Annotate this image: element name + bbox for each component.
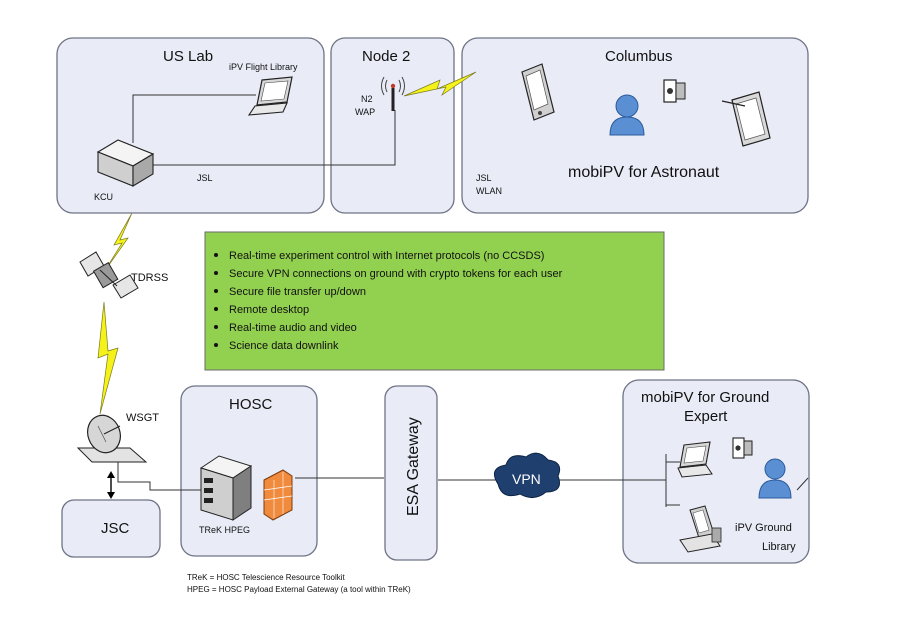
us-lab-title: US Lab	[163, 48, 213, 65]
ipv-ground-library-label-1: iPV Ground	[735, 522, 792, 534]
camera-icon	[663, 79, 686, 103]
cloud-icon	[493, 452, 561, 498]
jsc-title: JSC	[101, 520, 130, 537]
bidirectional-arrow-icon	[107, 471, 115, 499]
laptop-icon	[677, 441, 713, 478]
vpn-label: VPN	[512, 471, 541, 487]
laptop-icon	[247, 76, 293, 116]
bullet	[214, 253, 218, 257]
pda-icon	[521, 63, 555, 121]
wap-label: WAP	[355, 107, 375, 117]
wsgt-hosc-link	[117, 460, 201, 491]
jsl-wlan-label-1: JSL	[476, 173, 492, 183]
kcu-label: KCU	[94, 192, 113, 202]
lightning-icon	[97, 301, 119, 415]
esa-gateway-label: ESA Gateway	[405, 417, 422, 516]
tablet-icon	[721, 91, 771, 147]
feature-list: Real-time experiment control with Intern…	[214, 250, 563, 352]
ground-expert-title-1: mobiPV for Ground	[641, 389, 769, 406]
server-icon	[199, 455, 253, 521]
satellite-dish-icon	[76, 414, 148, 463]
camera-icon	[732, 437, 753, 459]
ground-expert-box	[622, 379, 810, 564]
feature-item: Real-time audio and video	[229, 322, 357, 334]
jsc-box	[61, 499, 161, 558]
footnote-trek: TReK = HOSC Telescience Resource Toolkit	[187, 573, 346, 582]
feature-item: Real-time experiment control with Intern…	[229, 250, 544, 262]
ipv-ground-library-label-2: Library	[762, 541, 796, 553]
bullet	[214, 307, 218, 311]
columbus-title: Columbus	[605, 48, 673, 65]
satellite-icon	[79, 251, 139, 299]
jsl-label: JSL	[197, 173, 213, 183]
lightning-icon	[403, 71, 477, 97]
server-icon	[96, 139, 155, 187]
ground-expert-title-2: Expert	[684, 408, 728, 425]
bullet	[214, 289, 218, 293]
feature-item: Remote desktop	[229, 304, 309, 316]
feature-box	[204, 231, 665, 371]
ipv-flight-library-label: iPV Flight Library	[229, 62, 298, 72]
person-link	[796, 477, 809, 491]
esa-gateway-box	[384, 385, 438, 561]
footnote-hpeg: HPEG = HOSC Payload External Gateway (a …	[187, 585, 411, 594]
person-icon	[758, 458, 792, 499]
desktop-computer-icon	[679, 505, 722, 553]
hosc-title: HOSC	[229, 396, 273, 413]
kcu-laptop-link	[132, 94, 256, 143]
jsl-link	[150, 110, 396, 166]
jsl-wlan-label-2: WLAN	[476, 186, 502, 196]
n2-label: N2	[361, 94, 373, 104]
bullet	[214, 271, 218, 275]
person-icon	[609, 94, 645, 136]
bullet	[214, 325, 218, 329]
feature-item: Secure file transfer up/down	[229, 286, 366, 298]
node2-box	[330, 37, 455, 214]
node2-title: Node 2	[362, 48, 410, 65]
mobipv-astronaut-label: mobiPV for Astronaut	[568, 164, 720, 181]
feature-item: Secure VPN connections on ground with cr…	[229, 268, 563, 280]
wsgt-label: WSGT	[126, 412, 159, 424]
tdrss-label: TDRSS	[131, 272, 168, 284]
wireless-access-point-icon	[381, 76, 405, 111]
feature-item: Science data downlink	[229, 340, 339, 352]
bullet	[214, 343, 218, 347]
firewall-icon	[263, 469, 293, 521]
trek-hpeg-label: TReK HPEG	[199, 525, 250, 535]
